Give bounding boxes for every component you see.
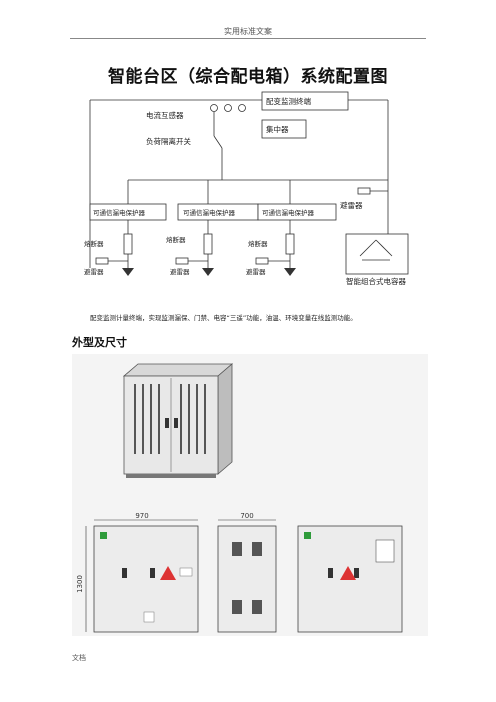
arrester-label-4: 避雷器 bbox=[340, 200, 363, 210]
back-view-drawing bbox=[297, 525, 403, 633]
section-title: 外型及尺寸 bbox=[72, 336, 127, 349]
page-header: 实用标准文案 bbox=[224, 27, 272, 36]
dimension-depth: 700 bbox=[240, 512, 253, 520]
fuse-label-1: 熔断器 bbox=[84, 239, 104, 248]
protector-label-2: 可通信漏电保护器 bbox=[183, 208, 236, 217]
switch-label: 负荷隔离开关 bbox=[146, 136, 191, 146]
arrester-label-1: 避雷器 bbox=[84, 267, 104, 276]
dimension-height: 1300 bbox=[76, 575, 84, 593]
cabinet-perspective-image bbox=[122, 363, 234, 478]
arrester-label-2: 避雷器 bbox=[170, 267, 190, 276]
product-figure: 970 700 1300 bbox=[72, 354, 428, 636]
page-title: 智能台区（综合配电箱）系统配置图 bbox=[108, 67, 388, 87]
capacitor-label: 智能组合式电容器 bbox=[346, 276, 406, 286]
front-view-drawing bbox=[85, 519, 199, 633]
protector-label-3: 可通信漏电保护器 bbox=[262, 208, 315, 217]
fuse-label-3: 熔断器 bbox=[248, 239, 268, 248]
side-view-drawing bbox=[217, 519, 277, 633]
cabinet-drawings: 970 700 1300 bbox=[76, 363, 403, 633]
fuse-label-2: 熔断器 bbox=[166, 235, 186, 244]
system-diagram: 电流互感器 负荷隔离开关 配变监测终端 集中器 可通信漏电保护器 可通信漏电保护… bbox=[84, 91, 409, 286]
header-rule bbox=[70, 38, 426, 39]
protector-label-1: 可通信漏电保护器 bbox=[93, 208, 146, 217]
description: 配变监测计量终端，实现监测漏保、门禁、电容“三遥”功能，油温、环境变量在线监测功… bbox=[90, 314, 357, 322]
ct-label: 电流互感器 bbox=[146, 110, 184, 120]
page-footer: 文档 bbox=[72, 654, 86, 662]
concentrator-label: 集中器 bbox=[266, 124, 289, 134]
arrester-label-3: 避雷器 bbox=[246, 267, 266, 276]
dimension-width: 970 bbox=[135, 512, 148, 520]
terminal-label: 配变监测终端 bbox=[266, 96, 311, 106]
